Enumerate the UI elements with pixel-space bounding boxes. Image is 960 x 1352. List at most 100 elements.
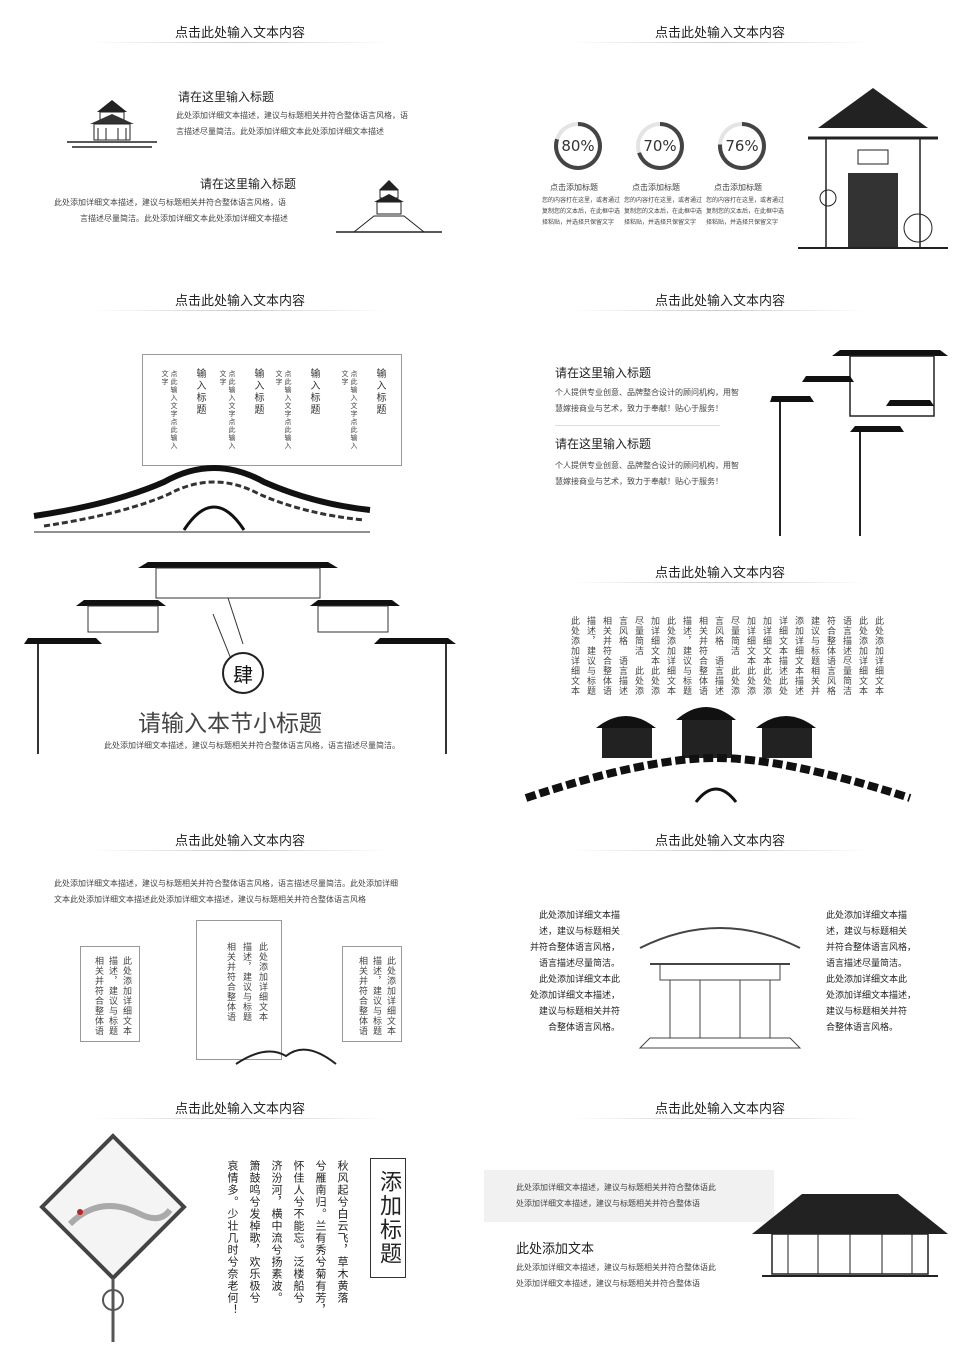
poem-column: 兮雁南归。兰有秀兮菊有芳， <box>314 1160 327 1316</box>
section-heading: 此处添加文本 <box>516 1242 595 1257</box>
heading-1: 请在这里输入标题 <box>555 366 652 380</box>
slide-6: 点击此处输入文本内容 此处添加详细文本此处添加详细文本语言描述尽量简洁符合整体语… <box>480 536 960 804</box>
paragraph-b: 文本此处添加详细文本描述此处添加详细文本描述，建议与标题相关并符合整体语言风格 <box>54 895 366 904</box>
paragraph-1a: 此处添加详细文本描述，建议与标题相关并符合整体语言风格，语 <box>176 111 408 120</box>
stone-bridge-icon <box>33 465 371 533</box>
side-text-line: 建议与标题相关并符 <box>538 1007 620 1017</box>
stat-label: 点击添加标题 <box>632 183 680 192</box>
column-title: 输入标题 <box>374 368 385 416</box>
vertical-text-column: 描述，建议与标题 <box>585 616 595 696</box>
text-box-2 <box>196 920 282 1060</box>
box-1-col: 描述，建议与标题 <box>107 956 117 1036</box>
vertical-text-column: 此处添加详细文本 <box>569 616 579 696</box>
vertical-text-column: 言风格 语言描述 <box>617 616 627 696</box>
title-divider <box>90 42 390 43</box>
gate-sketch-icon <box>798 88 948 249</box>
huizhou-wall-icon <box>770 350 948 536</box>
side-text-line: 并符合整体语言风格， <box>826 943 917 953</box>
box-1-col: 此处添加详细文本 <box>121 956 131 1036</box>
vertical-text-column: 语言描述尽量简洁 <box>841 616 851 696</box>
vertical-text-column: 加详细文本此处添 <box>761 616 771 696</box>
pavilion-bridge-icon <box>524 707 912 803</box>
stat-description: 择粘贴，并选择只保留文字 <box>542 219 615 226</box>
box-1-col: 相关并符合整体语 <box>93 956 103 1036</box>
diamond-frame-icon <box>39 1133 187 1342</box>
vertical-text-column: 言风格 语言描述 <box>713 616 723 696</box>
paragraph-2b: 言描述尽量简洁。此处添加详细文本此处添加详细文本描述 <box>80 214 288 223</box>
slide-5: 肆 请输入本节小标题 此处添加详细文本描述，建议与标题相关并符合整体语言风格，语… <box>0 536 480 804</box>
title-divider <box>90 1118 390 1119</box>
vertical-text-column: 此处添加详细文本 <box>665 616 675 696</box>
vertical-text-column: 相关并符合整体语 <box>601 616 611 696</box>
vertical-text-column: 尽量简洁 此处添 <box>729 616 739 696</box>
vertical-text-column: 相关并符合整体语 <box>697 616 707 696</box>
archway-icon <box>24 562 456 754</box>
banner-line-a: 此处添加详细文本描述，建议与标题相关并符合整体语此 <box>516 1183 716 1192</box>
vertical-text-column: 此处添加详细文本 <box>857 616 867 696</box>
paragraph-2a: 此处添加详细文本描述，建议与标题相关并符合整体语言风格，语 <box>54 198 286 207</box>
temple-hall-icon <box>752 1194 948 1277</box>
title-box-label: 添加标题 <box>376 1170 401 1266</box>
box-2-col: 描述，建议与标题 <box>241 942 251 1022</box>
column-small-text: 点此输入文字点此输入文字 <box>275 370 292 450</box>
paragraph-b: 处添加详细文本描述，建议与标题相关并符合整体语 <box>516 1279 700 1288</box>
stat-description: 复制您的文本后，在此框中选 <box>542 208 621 215</box>
vertical-text-column: 详细文本描述此处 <box>777 616 787 696</box>
stat-description: 复制您的文本后，在此框中选 <box>624 208 703 215</box>
side-text-line: 处添加详细文本描述， <box>529 991 620 1001</box>
heading-2: 请在这里输入标题 <box>555 437 652 451</box>
poem-column: 哀情多。少壮几时兮奈老何！ <box>226 1160 239 1316</box>
side-text-line: 合整体语言风格。 <box>826 1023 899 1033</box>
paragraph-2b: 慧嫁接商业与艺术，致力于奉献！贴心于服务！ <box>555 477 723 486</box>
vertical-text-column: 符合整体语言风格 <box>825 616 835 696</box>
chapter-badge: 肆 <box>222 652 264 694</box>
column-small-text: 点此输入文字点此输入文字 <box>219 370 236 450</box>
slide-2: 点击此处输入文本内容 80% 点击添加标题您的内容打在这里，或者通过复制您的文本后… <box>480 0 960 268</box>
poem-column: 箫鼓鸣兮发棹歌，欢乐极兮 <box>248 1160 261 1304</box>
vertical-text-column: 加详细文本此处添 <box>649 616 659 696</box>
slide-4: 点击此处输入文本内容 请在这里输入标题 个人提供专业创意、品牌整合设计的顾问机构… <box>480 268 960 536</box>
title-divider <box>570 42 870 43</box>
heading-2: 请在这里输入标题 <box>200 177 297 191</box>
pavilion-sketch-icon <box>67 100 157 148</box>
side-text-line: 并符合整体语言风格， <box>529 943 620 953</box>
pavilion-outline-icon <box>638 927 802 1049</box>
progress-ring: 80% <box>554 122 602 170</box>
side-text-line: 语言描述尽量简洁。 <box>538 959 620 969</box>
slide-7: 点击此处输入文本内容 此处添加详细文本描述，建议与标题相关并符合整体语言风格，语… <box>0 804 480 1072</box>
poem-column: 秋风起兮白云飞，草木黄落 <box>336 1160 349 1304</box>
paragraph-a: 此处添加详细文本描述，建议与标题相关并符合整体语此 <box>516 1263 716 1272</box>
title-box: 添加标题 <box>370 1158 406 1278</box>
side-text-line: 处添加详细文本描述， <box>826 991 917 1001</box>
stat-description: 您的内容打在这里，或者通过 <box>624 197 703 204</box>
vertical-text-column: 此处添加详细文本 <box>873 616 883 696</box>
vertical-text-column: 描述，建议与标题 <box>681 616 691 696</box>
progress-value: 76% <box>722 126 762 166</box>
slide-1: 点击此处输入文本内容 请在这里输入标题 此处添加详细文本描述，建议与标题相关并符… <box>0 0 480 268</box>
slide-title: 点击此处输入文本内容 <box>174 1102 305 1117</box>
side-text-line: 此处添加详细文本此 <box>826 975 908 985</box>
section-subtitle: 请输入本节小标题 <box>138 711 322 737</box>
box-3-col: 描述，建议与标题 <box>371 956 381 1036</box>
side-text-line: 建议与标题相关并符 <box>826 1007 908 1017</box>
banner-line-b: 处添加详细文本描述，建议与标题相关并符合整体语 <box>516 1199 700 1208</box>
stat-description: 复制您的文本后，在此框中选 <box>706 208 785 215</box>
side-text-line: 此处添加详细文本此 <box>538 975 620 985</box>
slide-title: 点击此处输入文本内容 <box>174 834 305 849</box>
text-box-1 <box>80 946 140 1042</box>
poem-column: 济汾河，横中流兮扬素波。 <box>270 1160 283 1304</box>
side-text-line: 合整体语言风格。 <box>547 1023 620 1033</box>
stat-label: 点击添加标题 <box>714 183 762 192</box>
title-divider <box>90 310 390 311</box>
title-divider <box>570 1118 870 1119</box>
box-2-col: 此处添加详细文本 <box>257 942 267 1022</box>
slide-title: 点击此处输入文本内容 <box>654 834 785 849</box>
column-title: 输入标题 <box>308 368 319 416</box>
progress-ring: 70% <box>636 122 684 170</box>
progress-value: 70% <box>640 126 680 166</box>
slide-title: 点击此处输入文本内容 <box>654 26 785 41</box>
paragraph-2a: 个人提供专业创意、品牌整合设计的顾问机构，用智 <box>555 461 739 470</box>
stat-description: 择粘贴，并选择只保留文字 <box>706 219 779 226</box>
vertical-text-column: 建议与标题相关并 <box>809 616 819 696</box>
progress-value: 80% <box>558 126 598 166</box>
